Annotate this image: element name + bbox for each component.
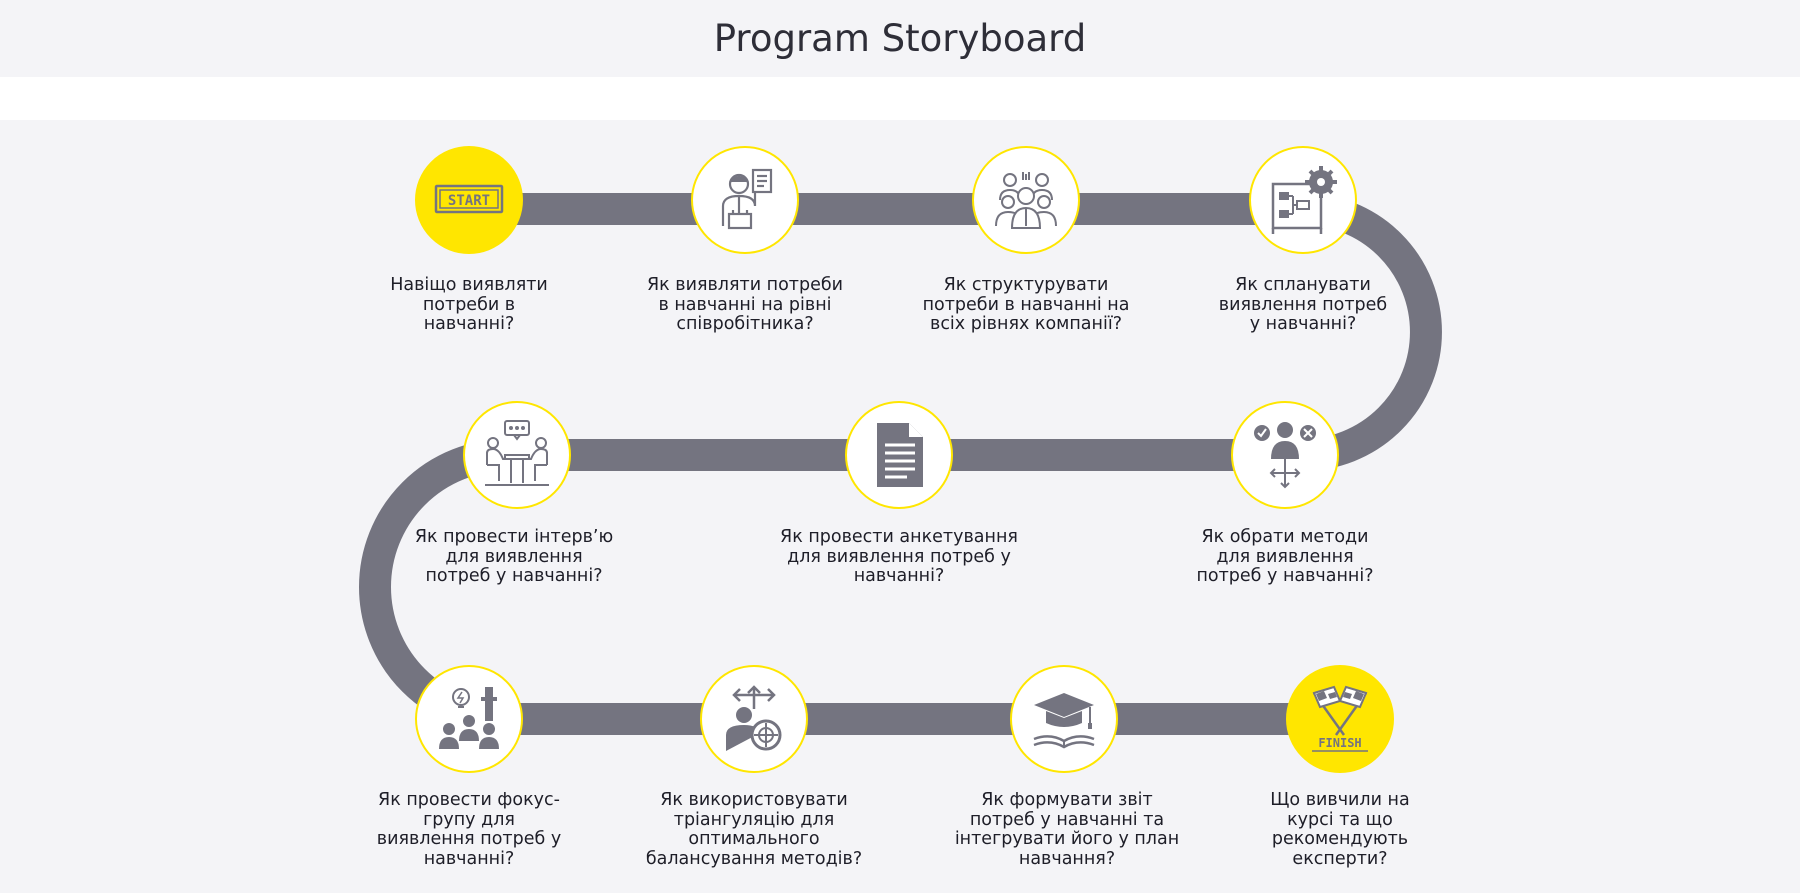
page-title: Program Storyboard: [713, 17, 1087, 60]
step-8-node[interactable]: [415, 665, 523, 773]
step-5-label: Як обрати методи для виявлення потреб у …: [1196, 527, 1374, 586]
step-6-label: Як провести анкетування для виявлення по…: [780, 527, 1018, 586]
step-2-label: Як виявляти потреби в навчанні на рівні …: [646, 275, 844, 334]
focus-group-icon: [439, 687, 499, 749]
step-3-node[interactable]: [972, 146, 1080, 254]
divider-band: [0, 77, 1800, 120]
svg-text:START: START: [448, 193, 490, 209]
interview-icon: [485, 420, 549, 486]
step-1-node[interactable]: START: [415, 146, 523, 254]
step-4-node[interactable]: [1249, 146, 1357, 254]
finish-flags-icon: FINISH: [1312, 685, 1368, 752]
header-bar: [0, 0, 1800, 77]
svg-text:FINISH: FINISH: [1318, 736, 1361, 750]
team-group-icon: [995, 172, 1057, 229]
step-10-node[interactable]: [1010, 665, 1118, 773]
step-2-node[interactable]: [691, 146, 799, 254]
document-icon: [877, 423, 923, 487]
step-9-label: Як використовувати тріангуляцію для опти…: [645, 790, 863, 869]
process-plan-gear-icon: [1271, 166, 1337, 234]
graduation-cap-icon: [1033, 693, 1095, 749]
step-4-label: Як спланувати виявлення потреб у навчанн…: [1218, 275, 1388, 334]
person-choice-icon: [1254, 422, 1316, 489]
start-icon: START: [434, 184, 504, 214]
step-11-label: Що вивчили на курсі та що рекомендують е…: [1270, 790, 1410, 869]
step-7-label: Як провести інтерв’ю для виявлення потре…: [414, 527, 614, 586]
step-7-node[interactable]: [463, 401, 571, 509]
step-6-node[interactable]: [845, 401, 953, 509]
triangulation-icon: [726, 685, 782, 751]
step-1-label: Навіщо виявляти потреби в навчанні?: [390, 275, 548, 334]
step-8-label: Як провести фокус- групу для виявлення п…: [376, 790, 562, 869]
employee-presenting-icon: [721, 168, 773, 230]
step-9-node[interactable]: [700, 665, 808, 773]
step-10-label: Як формувати звіт потреб у навчанні та і…: [954, 790, 1180, 869]
step-3-label: Як структурувати потреби в навчанні на в…: [922, 275, 1130, 334]
step-11-node[interactable]: FINISH: [1286, 665, 1394, 773]
step-5-node[interactable]: [1231, 401, 1339, 509]
